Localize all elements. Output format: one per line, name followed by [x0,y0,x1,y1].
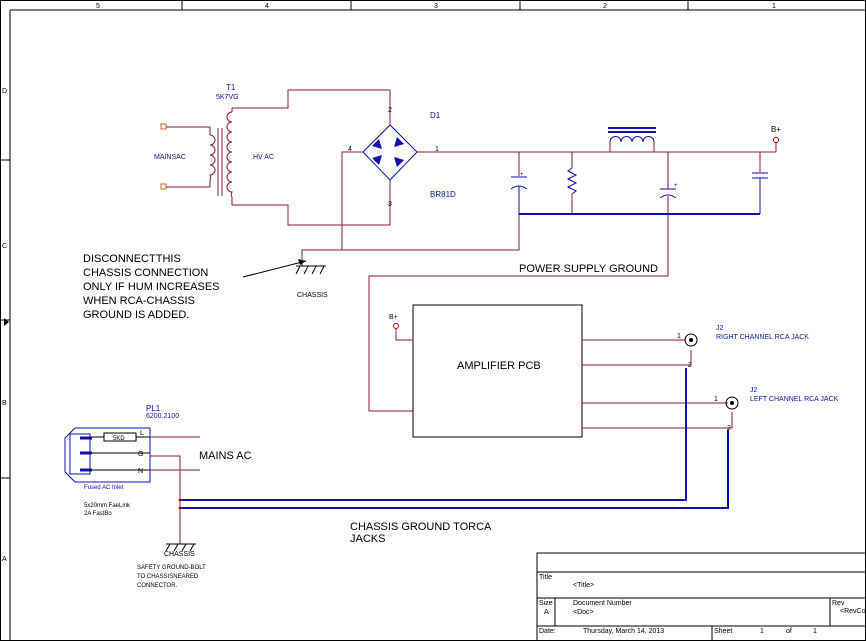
frame-row-b: B [2,400,7,407]
fused-ac-inlet-pl1: 5KD L G N PL1 6200.2100 Fused AC Inlet 5… [64,404,179,517]
bridge-ref: D1 [430,111,441,120]
inlet-pin-n: N [138,468,143,475]
chassis-ground-bus [180,368,729,509]
mains-wires [150,436,200,544]
bridge-pin-4: 4 [348,146,352,153]
transformer-primary-label: MAINSAC [154,154,186,161]
note-arrow-icon [242,259,307,278]
svg-text:+: + [520,172,524,178]
safety-note-3: CONNECTOR. [137,583,178,589]
inlet-pin-g: G [138,451,143,458]
transformer-ref: T1 [226,83,236,92]
jack-left-pin2: 2 [727,425,731,432]
primary-terminal-bottom [160,183,167,190]
chassis-ground-rca-label-2: JACKS [350,533,385,545]
bridge-rectifier-d1: D1 BR81D 1 2 3 4 [348,107,456,208]
docnum-label: Document Number [573,600,632,607]
power-supply-ground-label: POWER SUPPLY GROUND [519,263,658,275]
jack-left-pin1: 1 [714,396,718,403]
amp-bplus-terminal: B+ [389,314,413,341]
rca-jack-left: J2 LEFT CHANNEL RCA JACK 1 2 [714,387,839,432]
amplifier-pcb-label: AMPLIFIER PCB [457,360,541,372]
frame-row-c: C [2,243,7,250]
inlet-ref: PL1 [146,404,161,413]
amplifier-pcb-block [412,304,583,438]
inlet-fuse-spec-1: 5x20mm FaeLink [84,503,131,509]
sheet-total: 1 [813,628,817,635]
frame-col-2: 2 [603,3,607,10]
title-block [536,552,866,641]
bridge-pin-1: 1 [435,146,439,153]
inlet-caption: Fused AC Inlet [84,485,124,491]
bplus-top-label: B+ [771,125,781,134]
filter-capacitor-3 [752,172,768,214]
size-label: Size [539,600,553,607]
inlet-fuse-spec-2: 2A FastBo [84,511,112,517]
jack-right-label: RIGHT CHANNEL RCA JACK [716,334,809,341]
frame-col-4: 4 [265,3,269,10]
filter-capacitor-1: + [510,172,528,214]
svg-text:+: + [674,183,678,189]
power-supply-wires [301,142,777,412]
chassis-label-top: CHASSIS [297,292,328,299]
bridge-value: BR81D [430,190,456,199]
primary-terminal-top [160,123,167,130]
jack-right-ref: J2 [716,325,724,332]
transformer-value: 5K7VG [216,94,239,101]
inlet-pin-l: L [140,430,144,437]
bridge-pin-2: 2 [388,107,392,114]
transformer-t1: T1 5K7VG MAINSAC HV AC [154,83,274,205]
chassis-label-bottom: CHASSIS [164,551,195,558]
frame-col-1: 1 [772,3,776,10]
sheet-number: 1 [760,628,764,635]
bleeder-resistor [566,167,578,195]
docnum-value: <Doc> [573,609,594,616]
inlet-fuse-label: 5KD [113,436,125,442]
transformer-secondary-label: HV AC [253,154,274,161]
chassis-ground-rca-label-1: CHASSIS GROUND TORCA [350,521,492,533]
inlet-value: 6200.2100 [146,413,179,420]
filter-choke [608,127,656,143]
note-line-4: WHEN RCA-CHASSIS [83,295,195,307]
safety-note-2: TO CHASSISNEARED [137,574,199,580]
note-line-3: ONLY IF HUM INCREASES [83,281,220,293]
date-label: Date: [539,628,556,635]
frame-col-3: 3 [434,3,438,10]
amp-bplus-label: B+ [389,314,398,321]
hv-ac-wires [232,89,391,226]
frame-column-labels: 5 4 3 2 1 [96,3,776,10]
jack-right-pin2: 2 [688,362,692,369]
frame-col-5: 5 [96,3,100,10]
amp-output-wires [582,339,733,429]
title-value: <Title> [573,582,594,589]
sheet-label: Sheet [714,628,732,635]
jack-left-label: LEFT CHANNEL RCA JACK [750,396,839,403]
bplus-terminal-top: B+ [771,125,781,143]
bridge-pin-3: 3 [388,201,392,208]
title-label: Title [539,574,552,581]
chassis-ground-symbol-bottom [165,543,196,552]
rev-value: <RevCo [840,608,866,615]
size-value: A [544,609,549,616]
frame-arrow-icon [4,318,9,326]
frame-row-a: A [2,556,7,563]
mains-ac-label: MAINS AC [199,450,252,462]
rev-label: Rev [832,600,845,607]
of-label: of [786,628,792,635]
filter-capacitor-2: + [659,183,678,199]
jack-left-ref: J2 [750,387,758,394]
note-line-5: GROUND IS ADDED. [83,309,189,321]
note-line-2: CHASSIS CONNECTION [83,267,208,279]
note-line-1: DISCONNECTTHIS [83,253,181,265]
disconnect-note: DISCONNECTTHIS CHASSIS CONNECTION ONLY I… [83,253,220,321]
rca-jack-right: J2 RIGHT CHANNEL RCA JACK 1 2 [677,325,809,369]
safety-note-1: SAFETY GROUND-BOLT [137,565,206,571]
date-value: Thursday, March 14, 2013 [583,628,664,635]
frame-row-d: D [2,88,7,95]
jack-right-pin1: 1 [677,333,681,340]
chassis-ground-symbol-top [295,262,326,275]
frame-row-labels: D C B A [2,88,7,563]
